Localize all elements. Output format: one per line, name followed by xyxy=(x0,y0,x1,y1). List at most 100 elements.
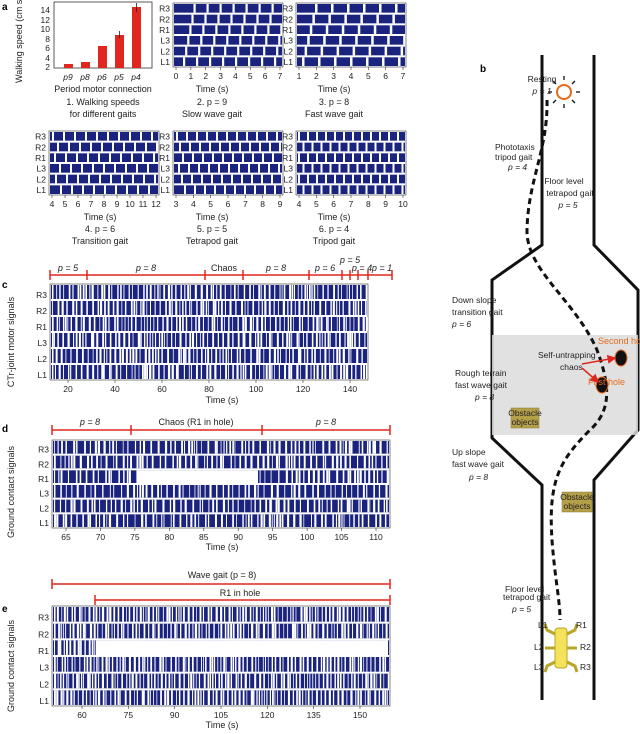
robot-leg-R3: R3 xyxy=(580,662,591,672)
raster-frame xyxy=(172,2,284,68)
xtick-140: 140 xyxy=(343,384,357,394)
row-label-R1: R1 xyxy=(36,322,47,332)
label-down-1: Down slope xyxy=(452,295,497,305)
ytick-2: 2 xyxy=(45,62,50,72)
panel-d-xlabel: Time (s) xyxy=(206,542,239,552)
label-up-2: fast wave gait xyxy=(452,459,505,469)
gait-subtitle-4: Tetrapod gait xyxy=(186,236,239,246)
xtick-3: 3 xyxy=(331,71,336,81)
label-obstacle-2a: Obstacle xyxy=(560,492,594,502)
xtick-7: 7 xyxy=(349,199,354,209)
label-second-hole: Second hole xyxy=(598,336,640,346)
ytick-4: 4 xyxy=(45,53,50,63)
row-label-L2: L2 xyxy=(284,174,294,184)
seg-d-p8: p = 8 xyxy=(79,417,100,427)
label-up-p: p = 8 xyxy=(468,472,488,482)
panel-e-ylabel: Ground contact signals xyxy=(6,619,16,712)
xtick-6: 6 xyxy=(263,71,268,81)
row-label-R2: R2 xyxy=(36,306,47,316)
label-rough-p: p = 8 xyxy=(474,392,494,402)
row-label-R3: R3 xyxy=(282,4,293,14)
label-floor-small-2: tetrapod gait xyxy=(503,592,551,602)
bar-xlabel: Period motor connection xyxy=(54,84,152,94)
xcat-p4: p4 xyxy=(130,72,141,82)
raster-row xyxy=(50,153,158,162)
gait-title-5: 6. p = 4 xyxy=(319,224,349,234)
row-label-L1: L1 xyxy=(40,696,50,706)
seg-d-p8b: p = 8 xyxy=(315,417,336,427)
panel-d-ylabel: Ground contact signals xyxy=(6,445,16,538)
xtick-0: 0 xyxy=(174,71,179,81)
label-floor-small-1: Floor level xyxy=(505,584,544,594)
raster-frame xyxy=(49,283,369,381)
seg-d-chaos: Chaos (R1 in hole) xyxy=(158,417,233,427)
raster-row xyxy=(51,317,367,331)
row-label-R1: R1 xyxy=(282,25,293,35)
xtick-6: 6 xyxy=(331,199,336,209)
row-label-L1: L1 xyxy=(284,57,294,67)
panel-letter-a: a xyxy=(2,2,8,13)
xtick-5: 5 xyxy=(314,199,319,209)
panel-letter-c: c xyxy=(2,280,8,291)
obstacle-2-icon xyxy=(561,491,593,513)
row-label-L3: L3 xyxy=(37,164,47,174)
raster-row xyxy=(297,142,405,152)
raster-row xyxy=(174,4,282,13)
gait-subtitle-1: Slow wave gait xyxy=(182,109,243,119)
bar-ylabel: Walking speed (cm s⁻¹) xyxy=(14,0,24,83)
raster-row xyxy=(51,285,367,299)
panel-letter-d: d xyxy=(2,424,8,435)
xtick-70: 70 xyxy=(96,532,106,542)
row-label-L1: L1 xyxy=(37,185,47,195)
row-label-L1: L1 xyxy=(284,185,294,195)
raster-frame xyxy=(51,439,391,529)
row-label-R3: R3 xyxy=(35,132,46,142)
xcat-p6: p6 xyxy=(96,72,107,82)
xcat-p5: p5 xyxy=(113,72,124,82)
label-floor-tetra-p: p = 5 xyxy=(557,200,577,210)
row-label-R2: R2 xyxy=(35,142,46,152)
row-label-R2: R2 xyxy=(38,459,49,469)
row-label-R3: R3 xyxy=(36,290,47,300)
row-label-R3: R3 xyxy=(159,4,170,14)
xtick-150: 150 xyxy=(353,710,367,720)
ytick-14: 14 xyxy=(41,5,51,15)
raster-row xyxy=(174,46,282,56)
row-label-L3: L3 xyxy=(38,338,48,348)
label-rough-1: Rough terrain xyxy=(455,368,507,378)
raster-row xyxy=(174,57,282,66)
gait-title-2: 3. p = 8 xyxy=(319,97,349,107)
row-label-L2: L2 xyxy=(161,46,171,56)
row-label-R3: R3 xyxy=(282,132,293,142)
gait-subtitle-2: Fast wave gait xyxy=(305,109,364,119)
xtick-120: 120 xyxy=(296,384,310,394)
xtick-105: 105 xyxy=(334,532,348,542)
panel-letter-b: b xyxy=(480,64,486,75)
bar-p8 xyxy=(81,62,90,68)
xtick-11: 11 xyxy=(139,199,148,209)
hexapod-robot-icon xyxy=(543,623,579,673)
xtick-85: 85 xyxy=(199,532,209,542)
xtick-7: 7 xyxy=(243,199,248,209)
robot-leg-L2: L2 xyxy=(534,642,544,652)
xtick-135: 135 xyxy=(307,710,321,720)
row-label-L1: L1 xyxy=(161,185,171,195)
xtick-4: 4 xyxy=(349,71,354,81)
xtick-90: 90 xyxy=(233,532,243,542)
raster-row xyxy=(297,174,405,184)
ytick-6: 6 xyxy=(45,43,50,53)
row-label-L3: L3 xyxy=(40,489,50,499)
seg-c-chaos: Chaos xyxy=(211,263,238,273)
row-label-R1: R1 xyxy=(35,153,46,163)
raster-row xyxy=(297,164,405,173)
xtick-3: 3 xyxy=(174,199,179,209)
row-label-L1: L1 xyxy=(38,370,48,380)
bar-caption-1: 1. Walking speeds xyxy=(66,97,140,107)
xcat-p9: p9 xyxy=(62,72,73,82)
seg-c-p6: p = 6 xyxy=(314,263,335,273)
panel-b-track: b Resting p = 1 Phototaxis tripod gait p… xyxy=(451,55,640,700)
xtick-9: 9 xyxy=(383,199,388,209)
